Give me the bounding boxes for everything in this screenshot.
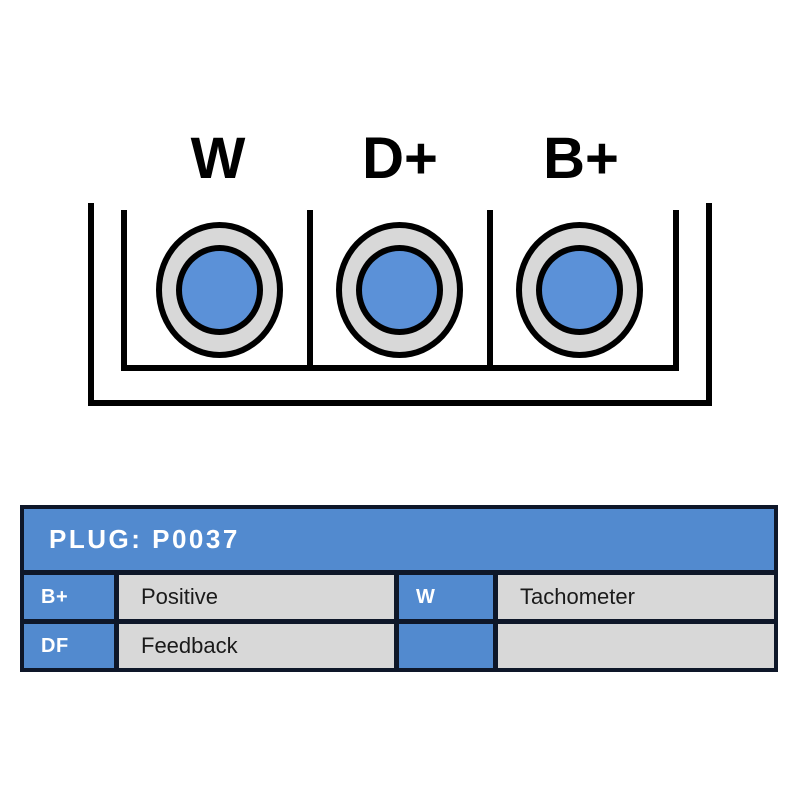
terminal-circle-bplus: [516, 222, 643, 358]
terminal-circle-w: [156, 222, 283, 358]
pin-cell-empty: [399, 624, 493, 668]
terminal-label-bplus: B+: [543, 126, 619, 191]
desc-cell: Tachometer: [498, 575, 774, 619]
terminal-pin-icon: [356, 245, 443, 335]
pin-cell: DF: [24, 624, 114, 668]
pin-cell: B+: [24, 575, 114, 619]
pin-cell: W: [399, 575, 493, 619]
terminal-divider: [307, 210, 313, 366]
plug-inner-housing: [121, 210, 679, 371]
terminal-pin-icon: [176, 245, 263, 335]
desc-cell-empty: [498, 624, 774, 668]
terminal-circle-dplus: [336, 222, 463, 358]
terminal-divider: [487, 210, 493, 366]
terminal-label-dplus: D+: [362, 126, 438, 191]
plug-outer-housing: [88, 203, 712, 406]
table-header: PLUG: P0037: [24, 509, 774, 570]
desc-cell: Feedback: [119, 624, 394, 668]
desc-cell: Positive: [119, 575, 394, 619]
plug-pinout-table: PLUG: P0037 B+ Positive W Tachometer DF …: [20, 505, 778, 672]
terminal-label-w: W: [190, 126, 246, 191]
terminal-pin-icon: [536, 245, 623, 335]
